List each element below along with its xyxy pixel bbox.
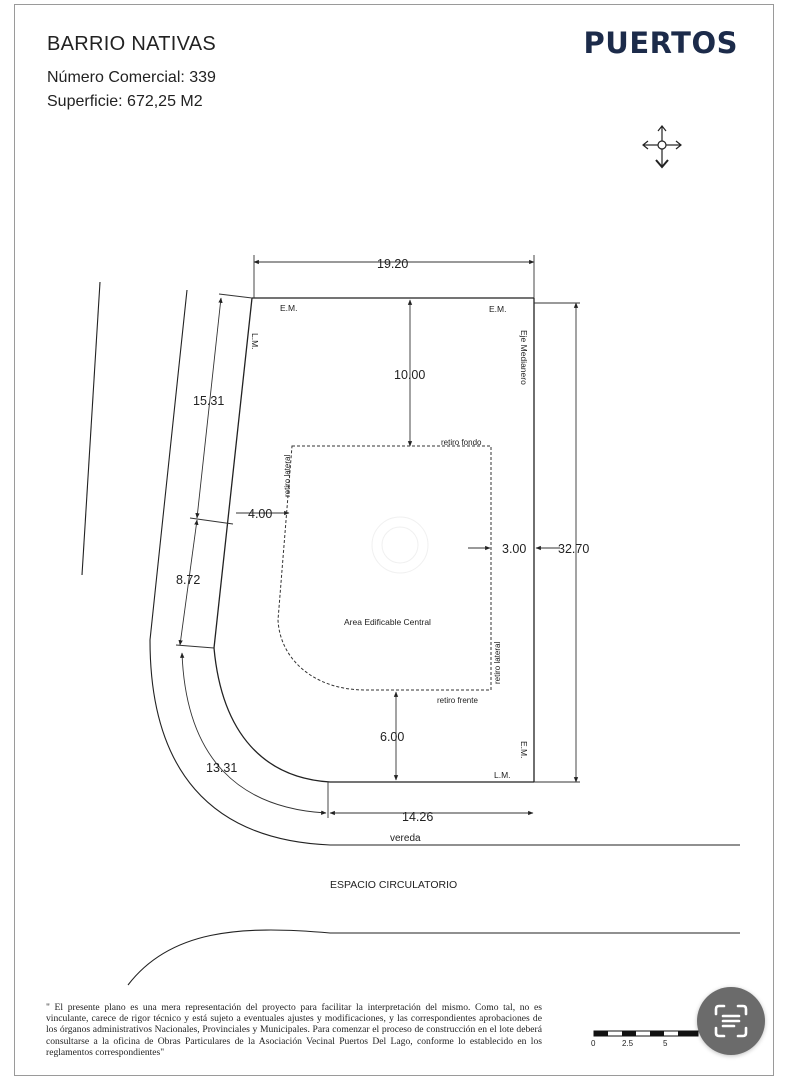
- north-arrow-icon: [642, 125, 682, 169]
- label-em-top-right: E.M.: [489, 304, 506, 314]
- dim-left-lower: 8.72: [176, 573, 200, 587]
- dimension-lines: [175, 255, 580, 818]
- faint-watermark: [371, 516, 429, 574]
- label-retiro-fondo: retiro fondo: [441, 438, 482, 447]
- label-espacio-circulatorio: ESPACIO CIRCULATORIO: [330, 879, 457, 891]
- dim-setback-side-right: 3.00: [502, 542, 526, 556]
- label-retiro-frente: retiro frente: [437, 696, 478, 705]
- commercial-number: Número Comercial: 339: [47, 69, 216, 86]
- label-retiro-lateral-left: retiro lateral: [283, 455, 292, 497]
- lot-boundary: [213, 297, 535, 783]
- label-retiro-lateral-right: retiro lateral: [493, 642, 502, 684]
- scale-tick-2-5: 2.5: [622, 1039, 634, 1048]
- scale-tick-5: 5: [663, 1039, 668, 1048]
- buildable-area: [277, 445, 492, 691]
- label-eje-medianero: Eje Medianero: [519, 330, 529, 385]
- neighborhood-title: BARRIO NATIVAS: [47, 33, 217, 55]
- dim-front: 14.26: [402, 810, 433, 824]
- scale-tick-0: 0: [591, 1039, 596, 1048]
- dim-setback-front: 6.00: [380, 730, 404, 744]
- label-vereda: vereda: [390, 833, 421, 844]
- label-em-top-left: E.M.: [280, 303, 297, 313]
- dim-setback-side-left: 4.00: [248, 507, 272, 521]
- label-area-edificable: Area Edificable Central: [344, 617, 431, 627]
- dim-top-width: 19.20: [377, 257, 408, 271]
- label-em-right-bottom: E.M.: [519, 741, 529, 758]
- dim-right-depth: 32.70: [558, 542, 589, 556]
- dim-left-upper: 15.31: [193, 394, 224, 408]
- scale-bar: 0 2.5 5: [591, 1030, 699, 1048]
- label-lm-left: L.M.: [250, 333, 260, 350]
- surface-area: Superficie: 672,25 M2: [47, 93, 203, 110]
- dim-setback-back: 10.00: [394, 368, 425, 382]
- sheet-border: [14, 4, 774, 1076]
- legal-disclaimer: " El presente plano es una mera represen…: [46, 1002, 542, 1058]
- document-scan-button[interactable]: [697, 987, 765, 1055]
- document-scan-icon: [714, 1004, 748, 1038]
- dim-curve: 13.31: [206, 761, 237, 775]
- label-lm-bottom: L.M.: [494, 770, 511, 780]
- puertos-logo: PUERTOS: [583, 26, 738, 60]
